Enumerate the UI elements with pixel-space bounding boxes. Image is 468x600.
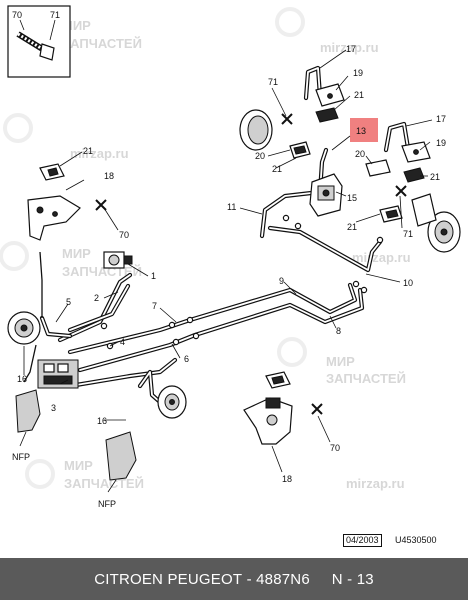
callout-21-top: 21 <box>354 90 364 100</box>
front-left-disc-icon <box>7 311 41 345</box>
footer-brand: CITROEN PEUGEOT <box>94 570 243 588</box>
bolt-70-rear-icon <box>311 403 323 415</box>
callout-18-left: 18 <box>104 171 114 181</box>
callout-21-left: 21 <box>83 146 93 156</box>
watermark-site-1: mirzap.ru <box>320 40 379 55</box>
rear-right-disc-icon <box>411 193 461 253</box>
callout-21-right: 21 <box>430 172 440 182</box>
front-left-bracket-icon <box>27 195 81 241</box>
bolt-inset: 70 71 <box>7 5 71 78</box>
callout-nfp-2: NFP <box>98 499 116 509</box>
callout-6: 6 <box>184 354 189 364</box>
date-code: 04/2003 <box>343 534 382 547</box>
callout-17-top: 17 <box>346 44 356 54</box>
clip-20-top-icon <box>289 141 311 159</box>
abs-hydraulic-unit <box>37 359 79 389</box>
watermark-title-2: МИР <box>62 246 91 261</box>
hose-17-right-icon <box>383 121 411 153</box>
footer-separator-1: - <box>242 570 257 588</box>
footer-bar: CITROEN PEUGEOT - 4887N6 N - 13 <box>0 558 468 600</box>
rear-bracket-icon <box>243 397 293 445</box>
callout-70: 70 <box>12 10 22 20</box>
watermark-site-4: mirzap.ru <box>346 476 405 491</box>
callout-70-left: 70 <box>119 230 129 240</box>
callout-11: 11 <box>227 202 236 212</box>
pipe-fittings <box>100 214 384 350</box>
callout-70-rear: 70 <box>330 443 340 453</box>
callout-16-left: 16 <box>17 374 27 384</box>
brake-compensator-icon <box>309 173 343 217</box>
footer-separator-2 <box>310 571 332 588</box>
rear-drum-icon <box>239 109 273 151</box>
watermark-subtitle-3: ЗАПЧАСТЕЙ <box>326 371 406 386</box>
watermark-title-3: МИР <box>326 354 355 369</box>
watermark-group: МИР ЗАПЧАСТЕЙ mirzap.ru mirzap.ru МИР ЗА… <box>0 7 411 491</box>
clip-21-right-icon <box>403 167 425 183</box>
reference-code: U4530500 <box>395 535 437 545</box>
callout-9: 9 <box>279 276 284 286</box>
callout-8: 8 <box>336 326 341 336</box>
callout-1: 1 <box>151 271 156 281</box>
callout-3: 3 <box>51 403 56 413</box>
clip-21-left-icon <box>39 163 65 181</box>
callout-21-lower: 21 <box>347 222 357 232</box>
footer-position: N - 13 <box>331 570 374 588</box>
callout-7: 7 <box>152 301 157 311</box>
watermark-site-3: mirzap.ru <box>352 250 411 265</box>
callout-nfp-1: NFP <box>12 452 30 462</box>
nfp-part-1-icon <box>15 389 41 433</box>
bracket-19-top-icon <box>315 83 345 107</box>
callout-5: 5 <box>66 297 71 307</box>
footer-part-code: 4887N6 <box>256 570 310 588</box>
bolt-70-top-icon <box>281 113 293 125</box>
callout-20-top: 20 <box>255 151 265 161</box>
nfp-part-2-icon <box>105 431 137 481</box>
callout-16-lower: 16 <box>97 416 107 426</box>
watermark-title-4: МИР <box>64 458 93 473</box>
callout-71-top: 71 <box>268 77 278 87</box>
callout-17-right: 17 <box>436 114 446 124</box>
callout-4: 4 <box>120 337 125 347</box>
callout-19-top: 19 <box>353 68 363 78</box>
brake-pipe-diagram: МИР ЗАПЧАСТЕЙ mirzap.ru mirzap.ru МИР ЗА… <box>0 5 461 509</box>
callout-20-right: 20 <box>355 149 365 159</box>
watermark-subtitle-4: ЗАПЧАСТЕЙ <box>64 476 144 491</box>
callout-71-right: 71 <box>403 229 413 239</box>
clip-21-rear-icon <box>265 371 291 389</box>
watermark-subtitle-1: ЗАПЧАСТЕЙ <box>62 36 142 51</box>
leader-lines <box>19 49 433 493</box>
bolt-70-right-icon <box>395 185 407 197</box>
brake-pipes <box>23 147 384 405</box>
highlight-box <box>350 118 378 142</box>
clip-21-top-icon <box>315 107 339 123</box>
clip-20-right-icon <box>365 159 391 177</box>
watermark-site-2: mirzap.ru <box>70 146 129 161</box>
callout-2: 2 <box>94 293 99 303</box>
bracket-19-right-icon <box>401 141 431 163</box>
callout-15: 15 <box>347 193 357 203</box>
hose-17-top-icon <box>303 65 323 101</box>
watermark-logo-icon <box>0 7 307 489</box>
front-right-disc-icon <box>157 385 187 419</box>
callout-19-right: 19 <box>436 138 446 148</box>
callout-13: 13 <box>356 126 366 136</box>
bolt-icon <box>16 31 55 61</box>
clip-21-lower-icon <box>379 205 403 223</box>
callout-71: 71 <box>50 10 60 20</box>
callout-21-mid: 21 <box>272 164 282 174</box>
callout-18-rear: 18 <box>282 474 292 484</box>
callout-10: 10 <box>403 278 413 288</box>
